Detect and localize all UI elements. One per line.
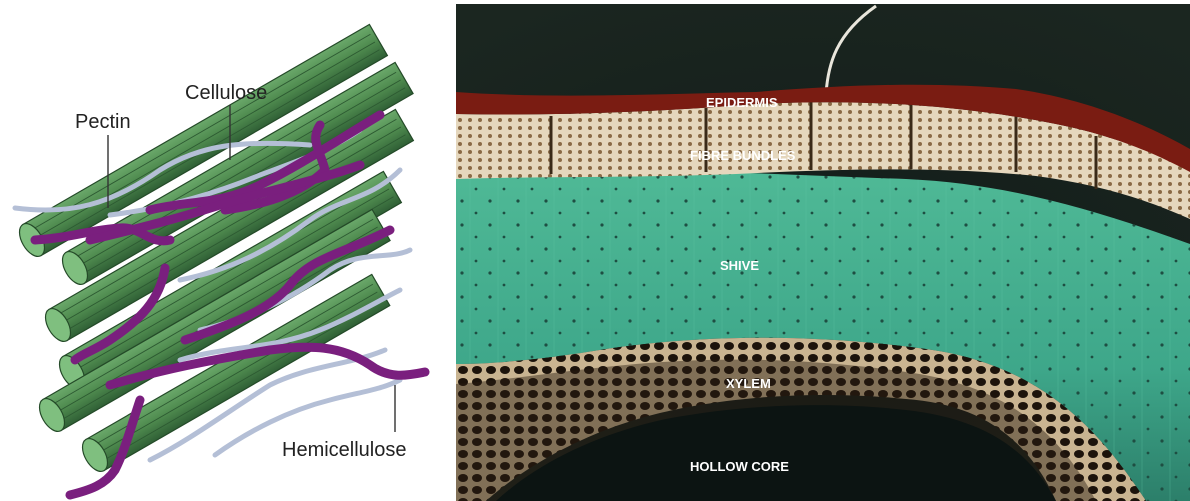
hemicellulose-label: Hemicellulose — [282, 439, 407, 461]
epidermis-label: EPIDERMIS — [706, 95, 778, 110]
stem-micrograph: EPIDERMIS FIBRE BUNDLES SHIVE XYLEM HOLL… — [456, 4, 1190, 501]
shive-label: SHIVE — [720, 258, 759, 273]
pectin-label: Pectin — [75, 111, 131, 133]
cell-wall-diagram: Cellulose Pectin Hemicellulose — [0, 0, 450, 501]
fibre-bundles-label: FIBRE BUNDLES — [690, 148, 796, 163]
xylem-label: XYLEM — [726, 376, 771, 391]
hollow-core-label: HOLLOW CORE — [690, 459, 789, 474]
cellulose-label: Cellulose — [185, 82, 267, 104]
